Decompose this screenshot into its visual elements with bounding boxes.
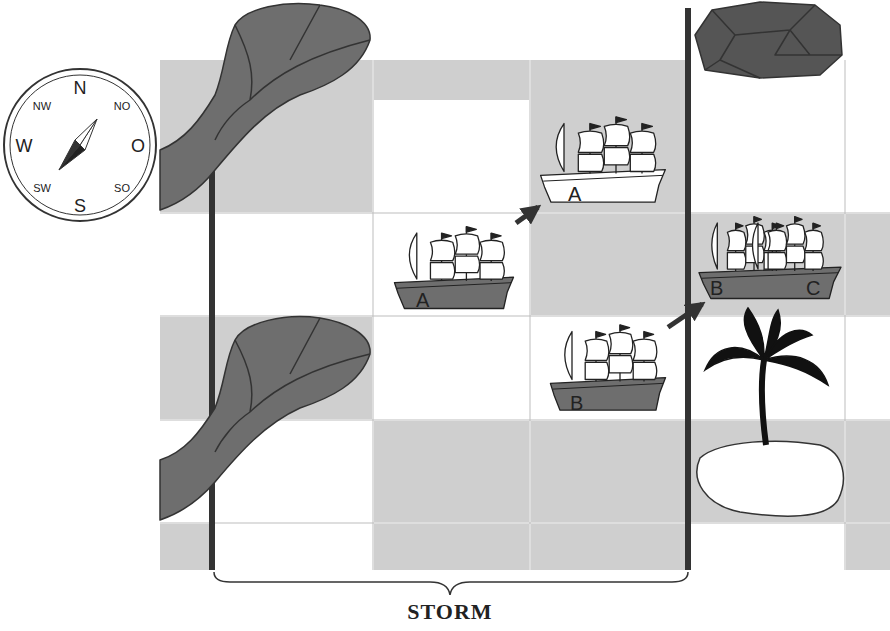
ship-letter: A <box>416 290 429 310</box>
ship: A <box>538 112 668 208</box>
ship: B <box>548 320 668 416</box>
move-arrow <box>668 304 702 327</box>
compass-point: SO <box>114 183 130 194</box>
mountain-island <box>160 4 370 210</box>
compass-point: SW <box>33 183 51 194</box>
region-label: STORM <box>407 601 492 623</box>
compass-point: NO <box>114 101 131 112</box>
compass-point: W <box>16 137 33 155</box>
ship-drawing <box>538 112 668 208</box>
ship-letter: B <box>710 278 723 298</box>
rock-island <box>695 2 842 78</box>
ship-letter: C <box>806 278 820 298</box>
move-arrow <box>516 207 538 223</box>
palm-island <box>697 308 843 516</box>
ship: A <box>392 222 516 314</box>
mountain-island <box>160 317 370 520</box>
ship-letter: B <box>570 393 583 413</box>
ship-drawing <box>548 320 668 416</box>
compass-point: N <box>74 79 87 97</box>
ship-letter: A <box>568 184 581 204</box>
compass-point: NW <box>33 101 51 112</box>
compass-rose <box>4 69 156 221</box>
ship: BC <box>696 212 844 304</box>
ship-drawing <box>392 222 516 314</box>
compass-point: S <box>74 197 86 215</box>
storm-brace <box>214 572 688 595</box>
compass-point: O <box>131 137 145 155</box>
sea-grid <box>160 60 890 570</box>
